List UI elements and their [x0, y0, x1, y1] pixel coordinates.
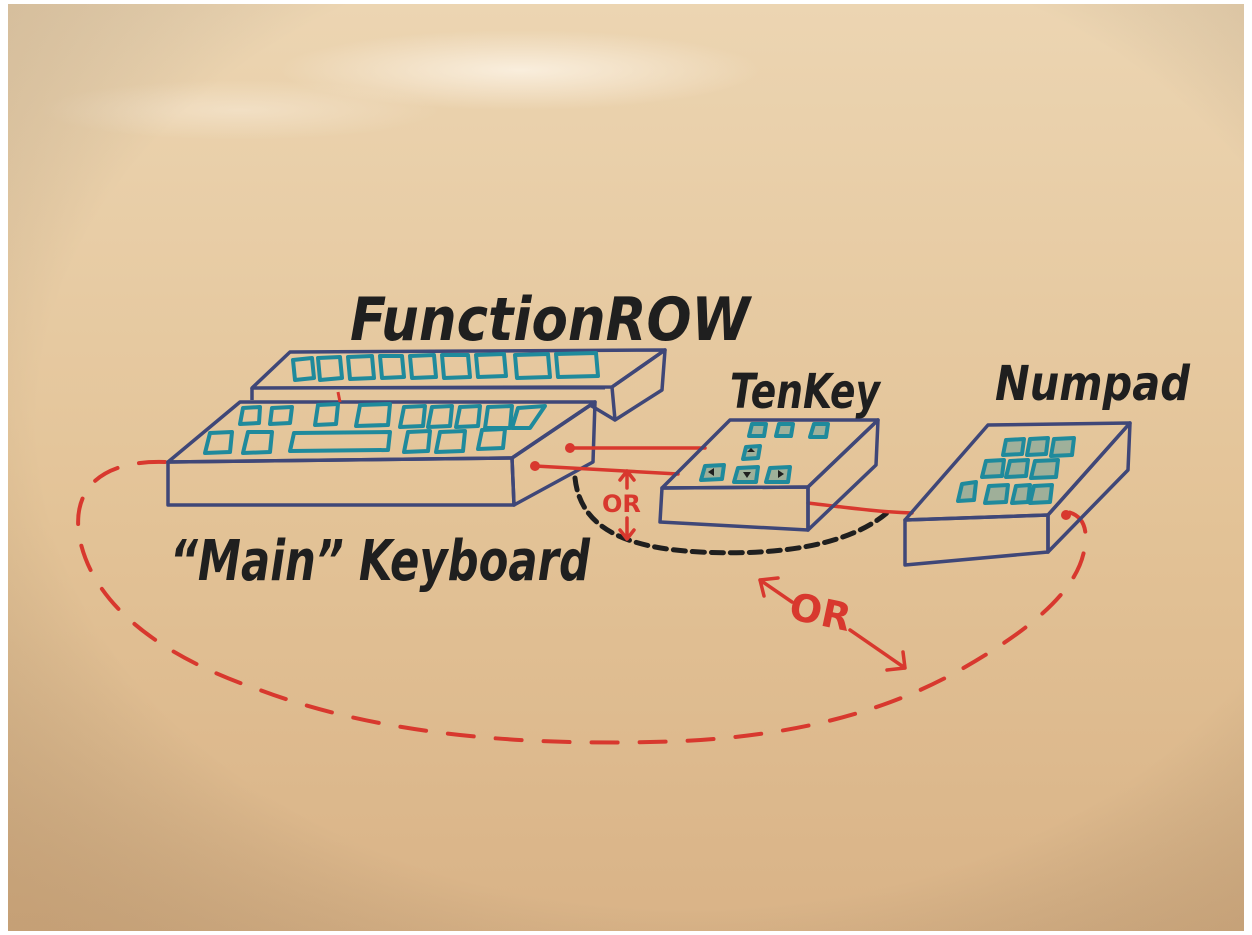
numpad-key [980, 458, 1006, 479]
main-key [434, 429, 467, 454]
main-keyboard-side [510, 400, 597, 507]
board-vignette [8, 4, 1244, 931]
connector-main-to-tenkey-lower [533, 464, 680, 476]
numpad-key [956, 480, 978, 503]
numpad-key [1010, 483, 1032, 505]
main-key [238, 405, 262, 426]
function-key-9 [554, 351, 600, 379]
main-key [241, 430, 274, 455]
function-row-keys [291, 351, 600, 382]
arrow-up-left-icon [758, 576, 794, 604]
tenkey-side [806, 418, 880, 532]
main-keyboard-red-mark [336, 391, 342, 403]
numpad-keys [956, 436, 1076, 505]
connector-tenkey-to-numpad [806, 501, 914, 515]
main-key [398, 404, 427, 429]
tenkey-label: TenKey [730, 364, 881, 420]
arrow-up-icon [747, 448, 755, 452]
tenkey-key [747, 422, 768, 438]
arrow-right-icon [778, 470, 784, 478]
or-arrows [618, 469, 907, 672]
arrow-up-icon [618, 469, 636, 490]
main-key [476, 427, 507, 451]
arrow-down-icon [618, 516, 636, 541]
numpad-side [1046, 421, 1132, 554]
main-key [354, 402, 392, 428]
function-key-4 [378, 354, 406, 380]
numpad-block [903, 421, 1132, 567]
tenkey-key-arrows [708, 448, 784, 478]
numpad-key [1001, 437, 1026, 457]
numpad-key [1049, 436, 1076, 458]
arrow-down-icon [743, 472, 751, 478]
black-dashed-connector [572, 475, 891, 556]
tenkey-key [741, 444, 762, 461]
function-key-1 [291, 356, 316, 382]
arrow-down-right-icon [848, 628, 907, 672]
numpad-key [1029, 458, 1060, 480]
function-key-3 [346, 354, 376, 381]
tenkey-key [774, 422, 795, 438]
main-key [203, 430, 234, 455]
main-keyboard-label: “Main” Keyboard [170, 529, 591, 594]
function-row-label: FunctionROW [350, 285, 752, 355]
connector-dot [565, 443, 575, 453]
main-key [454, 404, 482, 429]
function-row-side [610, 348, 667, 422]
main-key [426, 404, 454, 429]
connector-dot [530, 461, 540, 471]
numpad-key [1025, 436, 1050, 457]
numpad-label: Numpad [995, 356, 1191, 412]
red-connectors [533, 446, 914, 515]
red-dashed-loop [76, 459, 1088, 745]
function-key-8 [513, 352, 552, 380]
connector-endpoints [530, 443, 1071, 520]
or-label-vertical: OR [602, 490, 641, 518]
function-key-6 [440, 353, 472, 380]
main-key-spacebar [288, 430, 392, 453]
function-key-5 [408, 353, 438, 380]
main-key [510, 404, 547, 430]
numpad-key [1004, 458, 1030, 479]
numpad-key [1028, 483, 1054, 505]
arrow-left-icon [708, 468, 714, 476]
main-key [402, 429, 432, 454]
tenkey-block [658, 418, 880, 532]
function-row-keyboard [250, 348, 667, 422]
connector-dot [1061, 510, 1071, 520]
main-key [268, 405, 294, 426]
numpad-key [983, 483, 1010, 505]
function-key-2 [316, 355, 344, 382]
main-keyboard [166, 400, 597, 507]
function-key-7 [474, 352, 508, 379]
tenkey-key [808, 422, 830, 439]
main-key [313, 402, 340, 427]
main-keyboard-keys [203, 402, 547, 455]
